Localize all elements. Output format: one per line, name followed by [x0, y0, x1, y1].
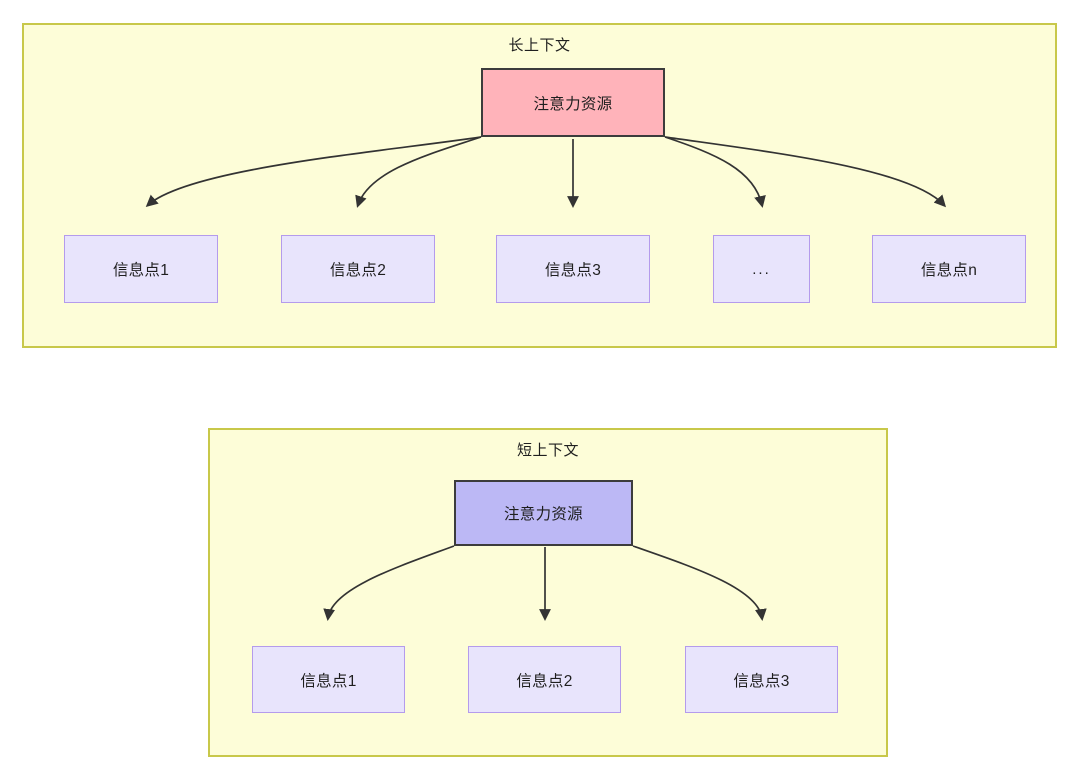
short-context-info-point-1[interactable]: 信息点1 — [252, 646, 405, 713]
long-context-info-point-ellipsis[interactable]: ... — [713, 235, 810, 303]
node-label: 信息点n — [920, 262, 978, 279]
short-context-info-point-2[interactable]: 信息点2 — [468, 646, 621, 713]
long-context-info-point-3[interactable]: 信息点3 — [496, 235, 650, 303]
node-label: 注意力资源 — [533, 95, 613, 113]
node-label: 信息点3 — [733, 672, 790, 690]
node-label: 信息点3 — [544, 262, 602, 279]
long-context-info-point-n[interactable]: 信息点n — [872, 235, 1026, 303]
short-context-title: 短上下文 — [516, 442, 579, 459]
node-label: 信息点1 — [112, 262, 170, 279]
long-context-attention-resource-node[interactable]: 注意力资源 — [481, 68, 665, 137]
short-context-info-point-3[interactable]: 信息点3 — [685, 646, 838, 713]
long-context-info-point-1[interactable]: 信息点1 — [64, 235, 218, 303]
node-label: 信息点1 — [300, 672, 357, 690]
node-label: 信息点2 — [516, 672, 573, 690]
node-label: ... — [752, 260, 771, 278]
long-context-title: 长上下文 — [508, 37, 571, 54]
long-context-info-point-2[interactable]: 信息点2 — [281, 235, 435, 303]
node-label: 注意力资源 — [503, 506, 583, 523]
short-context-attention-resource-node[interactable]: 注意力资源 — [454, 480, 633, 546]
node-label: 信息点2 — [329, 262, 387, 279]
